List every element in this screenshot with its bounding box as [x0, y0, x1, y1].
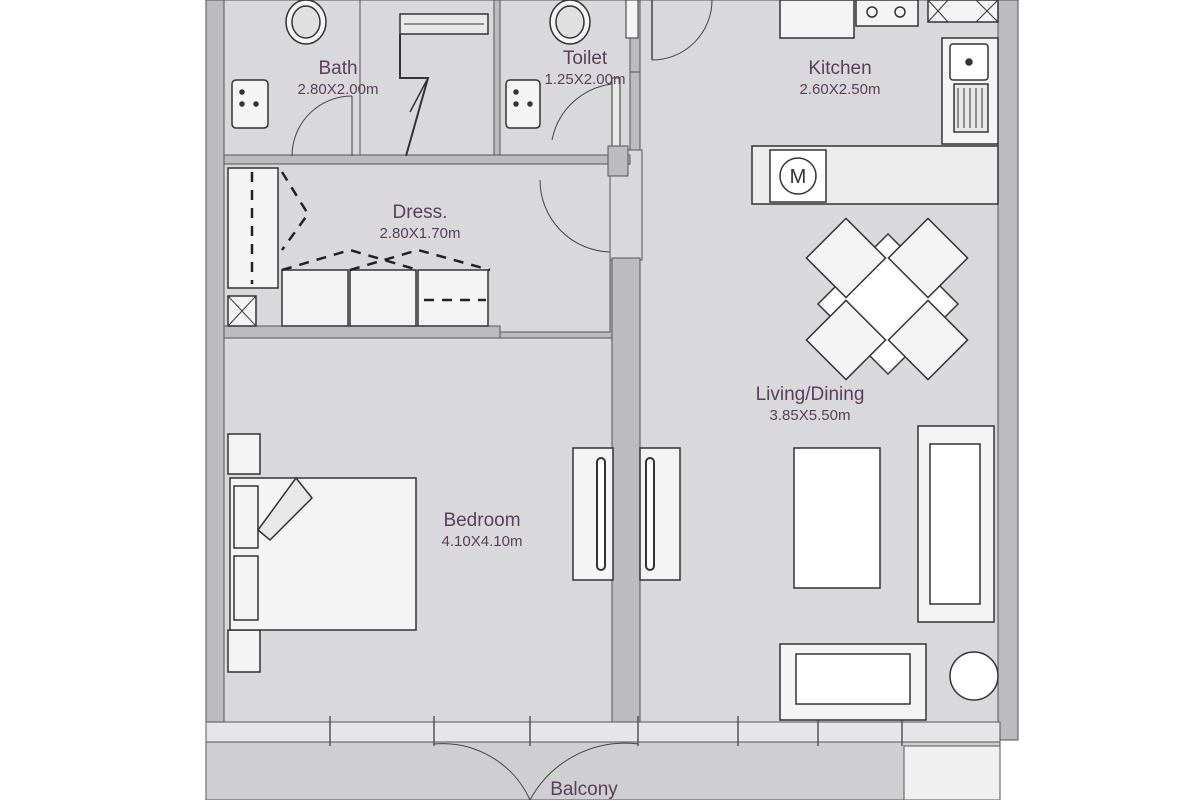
wall-dress-bedroom [223, 325, 501, 339]
dining-chairs [805, 217, 969, 381]
bed [227, 433, 417, 673]
room-name: Bath [318, 58, 358, 79]
svg-text:M: M [790, 166, 807, 188]
bath-fixtures [231, 0, 327, 129]
shower [399, 13, 489, 157]
room-dimensions: 4.10X4.10m [441, 533, 523, 550]
room-label-living: Living/Dining 3.85X5.50m [730, 384, 890, 426]
room-name: Dress. [392, 202, 448, 223]
balcony-rail [205, 721, 1001, 743]
living-furniture [779, 425, 999, 721]
room-name: Kitchen [808, 58, 872, 79]
room-dimensions: 2.60X2.50m [799, 81, 881, 98]
kitchen-door-swing [651, 0, 713, 61]
room-label-toilet: Toilet 1.25X2.00m [530, 48, 640, 90]
wall-toilet [493, 0, 501, 156]
room-name: Toilet [562, 48, 608, 69]
wall-bath-dress [223, 154, 631, 165]
room-label-bedroom: Bedroom 4.10X4.10m [420, 510, 544, 552]
room-name: Balcony [550, 779, 618, 800]
room-label-dress: Dress. 2.80X1.70m [360, 202, 480, 244]
sliding-doors [572, 447, 681, 581]
wardrobe-doors [250, 171, 491, 302]
room-dimensions: 1.25X2.00m [544, 71, 626, 88]
room-name: Bedroom [443, 510, 521, 531]
room-name: Living/Dining [755, 384, 865, 405]
microwave-icon: M [769, 149, 827, 203]
balcony-door-swing [433, 743, 531, 800]
room-dimensions: 2.80X1.70m [379, 225, 461, 242]
toilet-fixtures [505, 0, 591, 129]
room-dimensions: 2.80X2.00m [297, 81, 379, 98]
kitchen-sink-grille [957, 88, 983, 128]
room-label-kitchen: Kitchen 2.60X2.50m [780, 58, 900, 100]
balcony-door-swing-2 [529, 742, 639, 800]
corridor-door-swing [539, 179, 611, 253]
wall-right-outer [997, 0, 1019, 741]
room-dimensions: 3.85X5.50m [769, 407, 851, 424]
room-label-balcony: Balcony [524, 779, 644, 801]
room-label-bath: Bath 2.80X2.00m [278, 58, 398, 100]
wall-bedroom-living [611, 257, 641, 723]
